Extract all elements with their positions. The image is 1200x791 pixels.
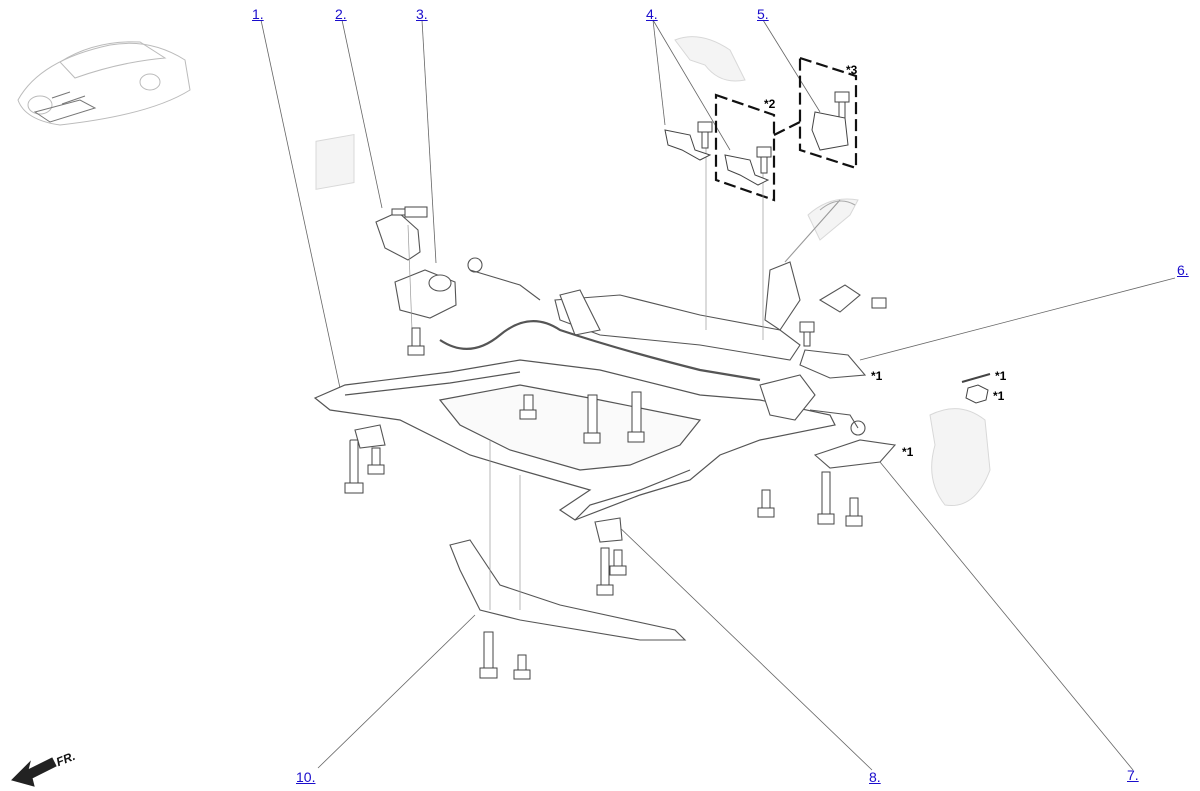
callout-10[interactable]: 10. [296,769,316,785]
dashed-boxes [714,56,858,202]
note-2: *2 [764,97,776,111]
callout-1[interactable]: 1. [252,6,264,22]
note-3: *3 [846,63,858,77]
guide-lines [407,140,764,610]
steering-gear-assembly [554,199,856,421]
callout-7[interactable]: 7. [1127,767,1139,783]
callout-6[interactable]: 6. [1177,262,1189,278]
front-suspension-crossmember [313,359,836,521]
tie-rod-ends [467,257,866,436]
boxed-parts [664,111,991,383]
callout-5[interactable]: 5. [757,6,769,22]
callout-4[interactable]: 4. [646,6,658,22]
note-1-c: *1 [993,389,1005,403]
note-1-a: *1 [871,369,883,383]
callout-3[interactable]: 3. [416,6,428,22]
note-1-b: *1 [995,369,1007,383]
callout-2[interactable]: 2. [335,6,347,22]
front-direction-arrow [11,757,57,787]
note-1-d: *1 [902,445,914,459]
bolts [344,91,989,680]
stabilizer-bar [439,320,761,382]
vehicle-thumbnail [17,41,191,126]
leader-lines [260,19,1176,771]
mount-brackets [354,211,897,641]
callout-8[interactable]: 8. [869,769,881,785]
